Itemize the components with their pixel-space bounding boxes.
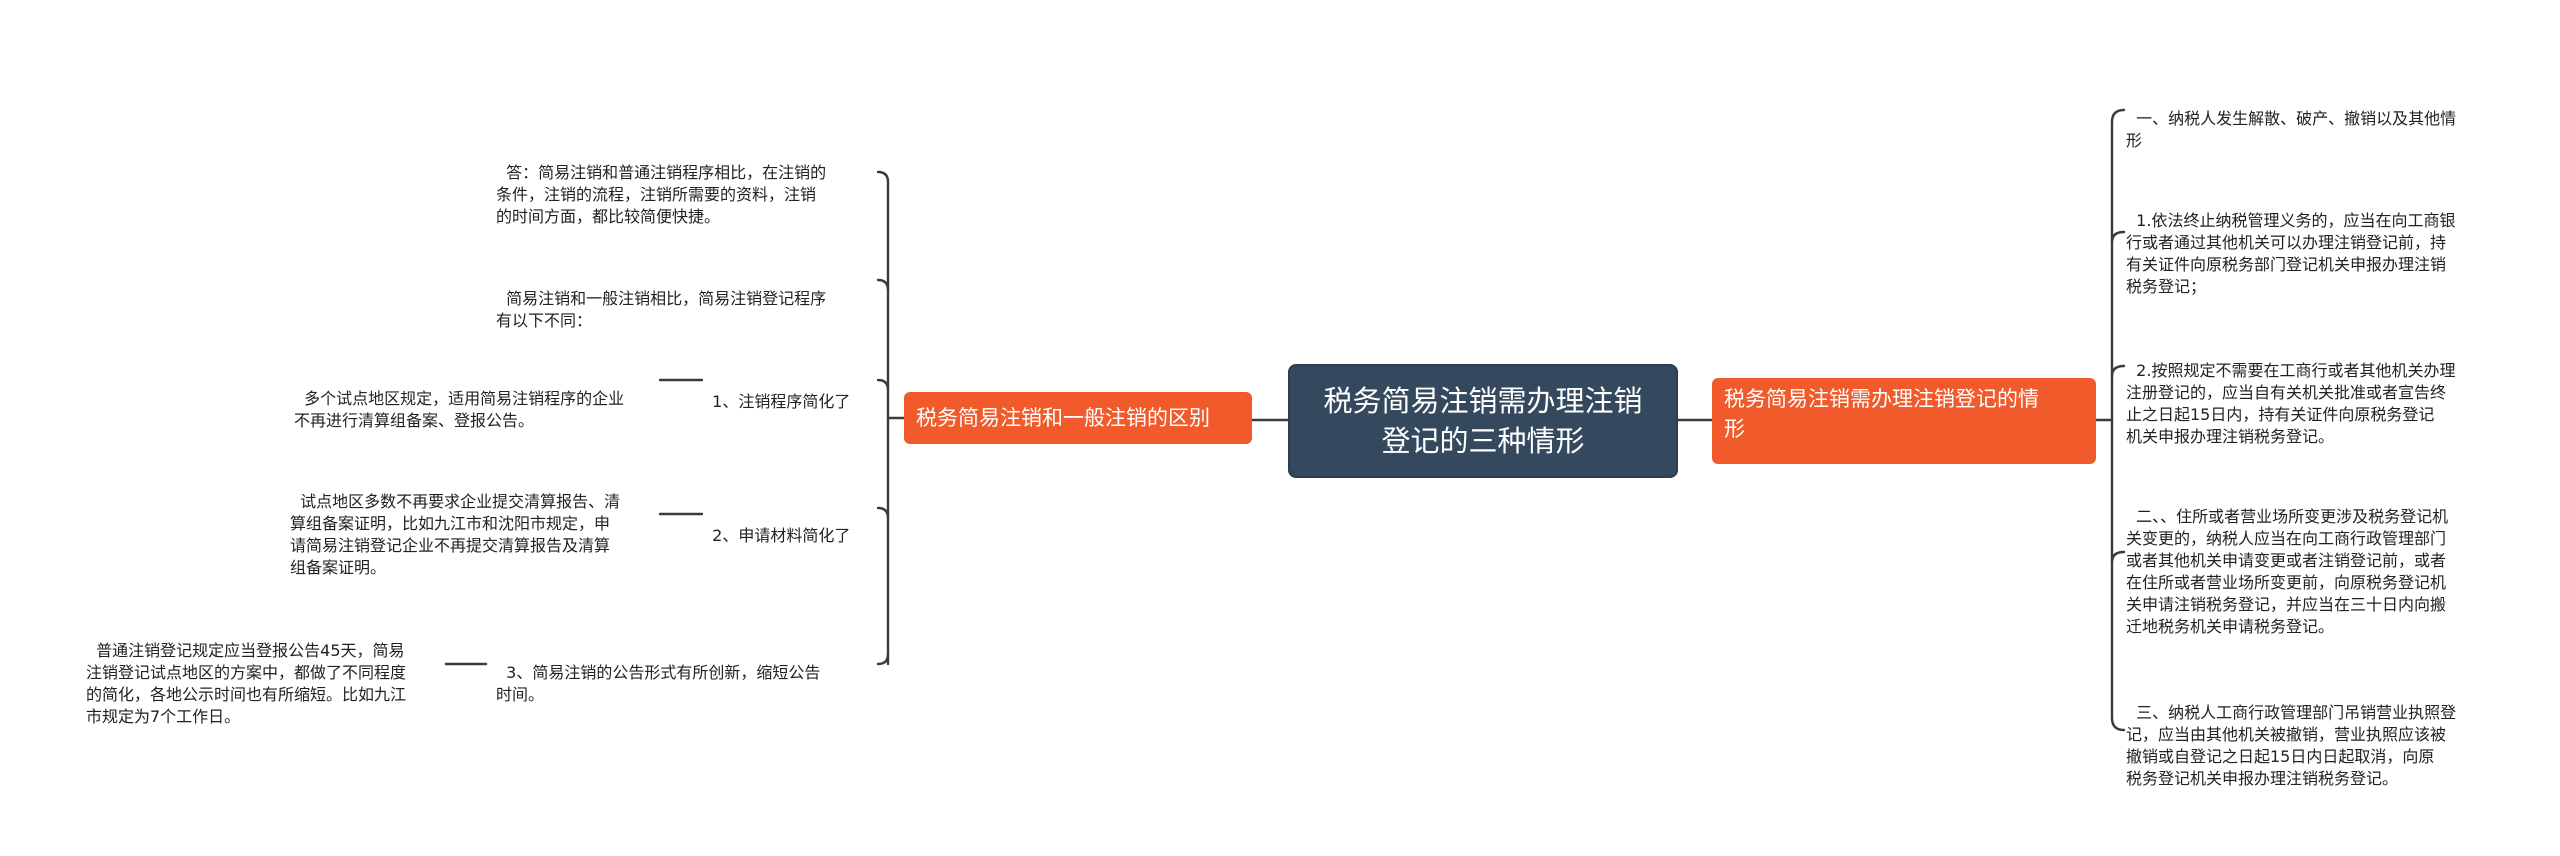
right-leaf-2[interactable]: 1.依法终止纳税管理义务的，应当在向工商银 行或者通过其他机关可以办理注销登记前… [2126,188,2516,298]
left-detail-3-label: 普通注销登记规定应当登报公告45天，简易 注销登记试点地区的方案中，都做了不同程… [86,641,407,726]
right-leaf-1[interactable]: 一、纳税人发生解散、破产、撤销以及其他情 形 [2126,86,2516,152]
branch-left-label: 税务简易注销和一般注销的区别 [916,406,1210,430]
connector-left-3 [876,378,890,392]
right-leaf-5-label: 三、纳税人工商行政管理部门吊销营业执照登 记，应当由其他机关被撤销，营业执照应该… [2126,703,2457,788]
root-topic[interactable]: 税务简易注销需办理注销 登记的三种情形 [1288,364,1678,478]
left-detail-3[interactable]: 普通注销登记规定应当登报公告45天，简易 注销登记试点地区的方案中，都做了不同程… [86,618,442,728]
connector-left-4 [876,506,890,520]
right-leaf-3-label: 2.按照规定不需要在工商行或者其他机关办理 注册登记的，应当自有关机关批准或者宣… [2126,361,2456,446]
connector-right-bottom [2110,716,2126,732]
left-leaf-point-3[interactable]: 3、简易注销的公告形式有所创新，缩短公告 时间。 [496,640,862,706]
left-leaf-intro[interactable]: 简易注销和一般注销相比，简易注销登记程序 有以下不同： [496,266,866,332]
connector-right-top [2110,108,2126,124]
right-leaf-2-label: 1.依法终止纳税管理义务的，应当在向工商银 行或者通过其他机关可以办理注销登记前… [2126,211,2456,296]
right-leaf-1-label: 一、纳税人发生解散、破产、撤销以及其他情 形 [2126,109,2457,150]
left-leaf-point-2-label: 2、申请材料简化了 [712,526,851,545]
connector-left-bottom [876,652,890,666]
branch-left[interactable]: 税务简易注销和一般注销的区别 [904,392,1252,444]
left-detail-1[interactable]: 多个试点地区规定，适用简易注销程序的企业 不再进行清算组备案、登报公告。 [294,366,656,432]
connector-right-3 [2110,364,2126,378]
left-leaf-point-2[interactable]: 2、申请材料简化了 [702,503,872,547]
branch-right[interactable]: 税务简易注销需办理注销登记的情 形 [1712,378,2096,464]
right-leaf-3[interactable]: 2.按照规定不需要在工商行或者其他机关办理 注册登记的，应当自有关机关批准或者宣… [2126,338,2516,448]
right-leaf-4-label: 二、、住所或者营业场所变更涉及税务登记机 关变更的，纳税人应当在向工商行政管理部… [2126,507,2449,636]
connector-left-top [876,170,890,184]
connector-right-2 [2110,230,2126,244]
left-leaf-intro-label: 简易注销和一般注销相比，简易注销登记程序 有以下不同： [496,289,827,330]
left-leaf-point-3-label: 3、简易注销的公告形式有所创新，缩短公告 时间。 [496,663,821,704]
right-leaf-5[interactable]: 三、纳税人工商行政管理部门吊销营业执照登 记，应当由其他机关被撤销，营业执照应该… [2126,680,2516,790]
left-leaf-answer[interactable]: 答：简易注销和普通注销程序相比，在注销的 条件，注销的流程，注销所需要的资料，注… [496,140,866,228]
connector-right-4 [2110,550,2126,564]
left-detail-2-label: 试点地区多数不再要求企业提交清算报告、清 算组备案证明，比如九江市和沈阳市规定，… [290,492,621,577]
left-leaf-point-1[interactable]: 1、注销程序简化了 [702,369,872,413]
branch-right-label: 税务简易注销需办理注销登记的情 形 [1724,387,2039,441]
left-leaf-point-1-label: 1、注销程序简化了 [712,392,851,411]
left-leaf-answer-label: 答：简易注销和普通注销程序相比，在注销的 条件，注销的流程，注销所需要的资料，注… [496,163,827,226]
right-leaf-4[interactable]: 二、、住所或者营业场所变更涉及税务登记机 关变更的，纳税人应当在向工商行政管理部… [2126,484,2516,638]
connector-left-2 [876,278,890,292]
left-detail-1-label: 多个试点地区规定，适用简易注销程序的企业 不再进行清算组备案、登报公告。 [294,389,625,430]
left-detail-2[interactable]: 试点地区多数不再要求企业提交清算报告、清 算组备案证明，比如九江市和沈阳市规定，… [290,469,656,579]
root-topic-label: 税务简易注销需办理注销 登记的三种情形 [1323,384,1643,458]
